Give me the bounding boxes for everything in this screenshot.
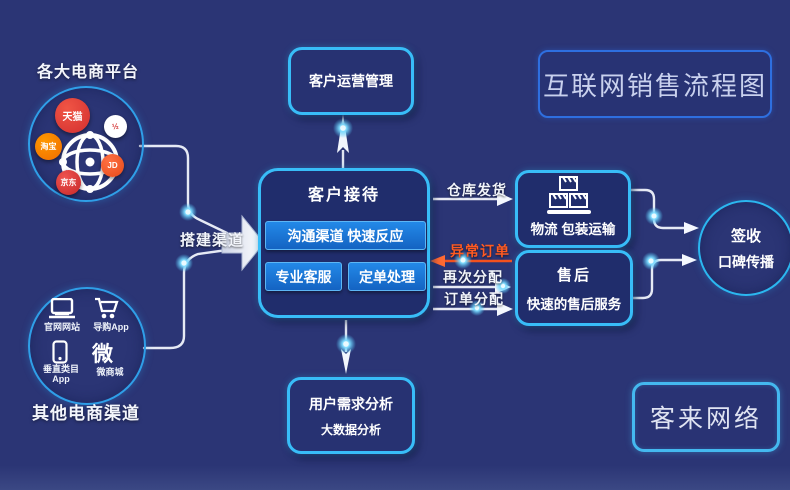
operation-label: 客户运营管理 — [309, 73, 393, 89]
receipt-circle: 签收 口碑传播 — [698, 200, 790, 296]
allocate-arrowhead — [497, 302, 513, 316]
ship-arrowhead — [497, 192, 513, 206]
down-arrowhead — [341, 349, 351, 374]
order-process-button: 定单处理 — [348, 262, 426, 291]
analysis-line2: 大数据分析 — [320, 422, 381, 437]
receipt-line1: 签收 — [730, 227, 761, 245]
other-channels-circle — [28, 287, 146, 405]
allocate-label: 订单分配 — [444, 291, 504, 307]
connector-platforms-to-reception — [138, 144, 229, 235]
platforms-circle — [28, 86, 144, 202]
aftersale-line1: 售后 — [556, 266, 591, 284]
operation-box: 客户运营管理 — [288, 47, 414, 115]
logistics-arrowhead — [684, 222, 699, 234]
white-logo-badge: ½ — [104, 115, 127, 138]
packages-icon — [547, 176, 591, 214]
wechat-glyph-icon: 微 — [92, 343, 113, 366]
connector-channels-to-reception — [142, 248, 229, 350]
chart-title-box: 互联网销售流程图 — [538, 50, 772, 118]
guide-app-label: 导购App — [93, 322, 129, 332]
logistics-label: 物流 包装运输 — [530, 222, 616, 237]
aftersale-line2: 快速的售后服务 — [526, 296, 622, 312]
pro-service-button: 专业客服 — [265, 262, 342, 291]
laptop-icon — [49, 298, 75, 319]
jingdong-badge: 京东 — [56, 170, 81, 195]
logistics-box: 物流 包装运输 — [515, 170, 631, 248]
red-logo-mark: ½ — [111, 121, 120, 132]
redistribute-label: 再次分配 — [443, 269, 503, 285]
channel-response-button: 沟通渠道 快速反应 — [265, 221, 426, 250]
chart-title: 互联网销售流程图 — [542, 70, 767, 101]
tmall-badge: 天猫 — [55, 98, 90, 133]
brand-label: 客来网络 — [649, 405, 762, 433]
vertical-app-label: 垂直类目 App — [42, 364, 79, 385]
phone-icon — [52, 340, 68, 364]
aftersale-arrowhead — [682, 254, 697, 266]
website-label: 官网网站 — [43, 322, 80, 332]
other-channels-title: 其他电商渠道 — [32, 404, 140, 423]
build-channel-arrow — [221, 214, 265, 272]
jd-badge: JD — [101, 154, 124, 177]
ship-label: 仓库发货 — [447, 182, 507, 198]
analysis-box: 用户需求分析 大数据分析 — [287, 377, 415, 454]
taobao-badge: 淘宝 — [35, 133, 62, 160]
receipt-line2: 口碑传播 — [718, 253, 774, 270]
abnormal-label: 异常订单 — [450, 243, 510, 259]
abnormal-arrowhead — [430, 255, 445, 267]
glow-dots — [175, 118, 663, 354]
build-channel-label: 搭建渠道 — [180, 232, 245, 249]
wechat-mall-label: 微商城 — [96, 367, 124, 377]
reception-title: 客户接待 — [307, 187, 380, 204]
platforms-title: 各大电商平台 — [37, 64, 140, 81]
brand-box: 客来网络 — [632, 382, 780, 452]
cart-icon — [95, 297, 119, 319]
analysis-line1: 用户需求分析 — [309, 395, 393, 412]
aftersale-box: 售后 快速的售后服务 — [515, 250, 633, 326]
